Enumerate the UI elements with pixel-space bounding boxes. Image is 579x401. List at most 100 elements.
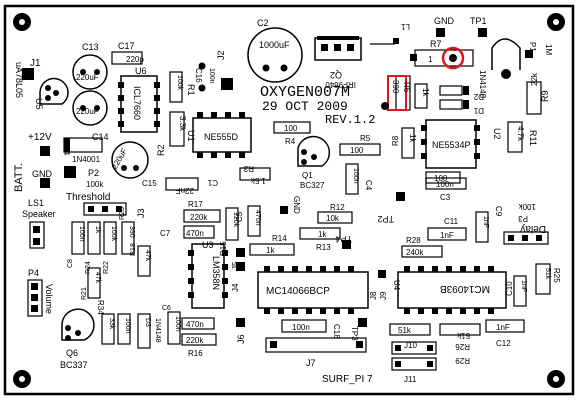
r11-label: R11 <box>528 130 538 146</box>
c6b-value: 470n <box>186 320 204 329</box>
r8-resistor: 1k R8 <box>391 127 417 159</box>
c7-value: 470n <box>186 229 204 238</box>
u1-ic: NE555D U1 <box>186 112 252 158</box>
q6-part-label: BC337 <box>60 360 88 370</box>
c18-label: C18 <box>332 324 341 339</box>
j6-label: J6 <box>236 334 246 344</box>
threshold-label: Threshold <box>66 192 110 203</box>
r2-resistor: 3.3k R2 <box>156 111 187 156</box>
r25-resistor: 51k R25 <box>535 263 561 295</box>
p3-label: P3 <box>518 214 528 223</box>
r2-value: 3.3k <box>178 116 187 132</box>
c12-label: C12 <box>496 339 511 348</box>
credit-label: SURF_PI 7 <box>322 374 373 385</box>
u6-part-label: ICL7660 <box>132 86 142 120</box>
c13-label: C13 <box>82 42 99 52</box>
r4-resistor: 100 R4 <box>273 121 311 146</box>
c12-value: 1nF <box>496 323 510 332</box>
d4-diode: D4 1N4001 <box>62 137 103 164</box>
r7-label: R7 <box>430 39 442 49</box>
board-name: OXYGEN007M <box>260 84 350 101</box>
u5-label: U5 <box>34 98 44 110</box>
j4-label: J4 <box>231 283 240 292</box>
volume-label: Volume <box>44 284 54 314</box>
j10-j11-jumpers: J10 J11 <box>391 341 437 384</box>
j10-label: J10 <box>404 341 417 350</box>
l1-inductor: L1 <box>370 22 410 45</box>
r16-value: 220k <box>186 336 204 345</box>
u1-label: U1 <box>186 130 196 142</box>
r13-label: R13 <box>316 243 331 252</box>
c7-capacitor: C7 470n <box>160 225 215 239</box>
r26-label: R26 <box>455 342 470 351</box>
c10-value: 1nF <box>520 280 527 292</box>
r23-value: 390 <box>128 226 135 238</box>
j4-j5-j6-jumpers: J4 J5 J6 <box>231 248 246 344</box>
r9-value: 22k <box>530 72 539 86</box>
r23-label: R23 <box>119 207 126 220</box>
ls1-speaker-connector: LS1 Speaker <box>22 198 56 249</box>
j9-label: J9 <box>379 291 388 300</box>
gnd-top-label: GND <box>434 16 455 26</box>
r-1k-value: 1k <box>421 88 430 97</box>
r21-label: R21 <box>81 287 88 300</box>
r9-resistor: 22k R9 <box>526 72 550 115</box>
c9-capacitor: 1nF C9 <box>475 206 503 243</box>
c17-label: C17 <box>118 41 135 51</box>
mc14066-ic: MC14066BCP <box>257 266 369 314</box>
p1-value: 1M <box>544 44 553 55</box>
r9-label: R9 <box>540 90 550 102</box>
u3-part-label: LM358N <box>211 256 221 290</box>
c6-label: C6 <box>162 305 171 312</box>
c2-label: C2 <box>257 18 269 28</box>
r7-highlight-marker <box>441 46 465 70</box>
r16-resistor: 220k R16 <box>181 333 217 358</box>
c6-column-value: 100n <box>124 318 131 334</box>
c18-value: 100n <box>292 323 310 332</box>
r6-value: 390 <box>391 80 400 94</box>
r29-resistor: 51k R29 <box>389 323 470 365</box>
gnd-testpoint-mid: GND <box>280 196 301 214</box>
j8-label: J8 <box>369 291 378 300</box>
r21-value: 47k <box>94 272 101 284</box>
r1-value: 100k <box>176 75 183 91</box>
c2-capacitor: C2 1000uF <box>247 18 303 83</box>
r4-label: R4 <box>285 137 296 146</box>
c3-label: C3 <box>440 193 451 202</box>
c5-capacitor: 470n C5 <box>235 205 261 237</box>
c17-capacitor: C17 220p <box>111 41 144 65</box>
speaker-label: Speaker <box>22 209 56 219</box>
c10-capacitor: 1nF C10 <box>505 275 527 307</box>
c8-label: C8 <box>67 259 74 268</box>
board-title-block: OXYGEN007M 29 OCT 2009 REV.1.2 <box>260 84 375 127</box>
tp4-testpoint: TP4 <box>335 234 352 249</box>
r5-resistor: R5 100 <box>339 134 381 156</box>
c9-label: C9 <box>494 206 503 217</box>
r6-resistor: 390 R6 <box>381 75 411 111</box>
d2-label: D2 <box>473 92 484 101</box>
j3-label: J3 <box>136 208 146 218</box>
q1-label: Q1 <box>302 171 313 180</box>
r26-resistor: 51k R26 <box>439 323 481 351</box>
p2-value: 100k <box>86 180 104 189</box>
delay-label: Delay <box>520 223 546 234</box>
r16-label: R16 <box>188 349 203 358</box>
q1-transistor: Q1 BC327 <box>297 135 331 190</box>
c8-value: 100n <box>78 226 85 242</box>
q2-part-label: IRF9640 <box>325 80 356 89</box>
tp1-label: TP1 <box>470 16 487 26</box>
d3-diode: D3 1N4148 <box>137 313 161 349</box>
u6-label: U6 <box>135 66 147 76</box>
d4-label: D4 <box>62 145 71 156</box>
r17-resistor: R17 220k <box>183 200 221 223</box>
u5-part-label: uA78L05 <box>14 62 24 98</box>
credit-text: SURF_PI 7 <box>322 374 373 385</box>
c16-label: C16 <box>194 68 203 83</box>
batt-label: BATT. <box>13 163 25 192</box>
c12-capacitor: 1nF C12 <box>485 319 525 348</box>
r6-label: R6 <box>402 82 411 93</box>
r12-resistor: R12 10k <box>317 203 353 224</box>
j3-connector: J3 <box>136 208 146 218</box>
r11-resistor: 4.7k R11 <box>507 121 538 153</box>
